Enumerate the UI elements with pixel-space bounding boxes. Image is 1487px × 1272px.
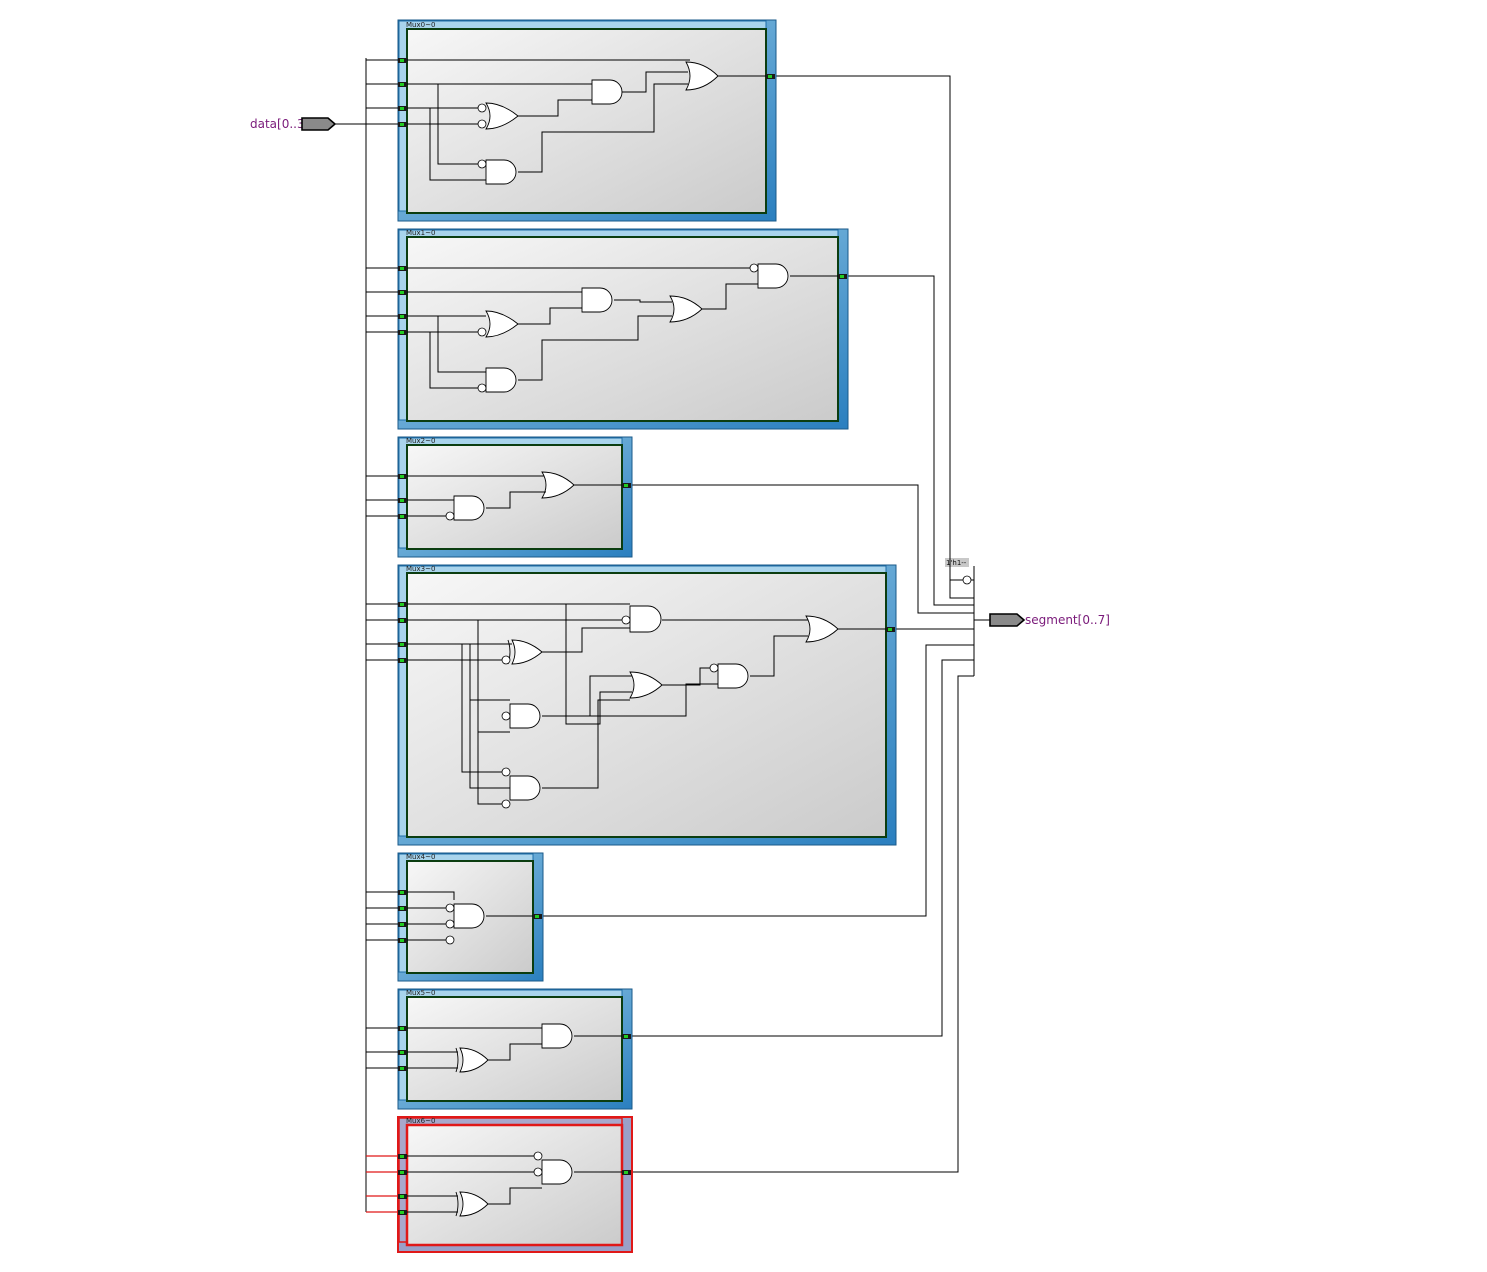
- block-label: Mux6~0: [406, 1117, 435, 1125]
- block-mux0[interactable]: Mux0~0: [366, 19, 777, 222]
- block-mux5[interactable]: Mux5~0: [366, 988, 633, 1110]
- output-port-label: segment[0..7]: [1025, 613, 1110, 627]
- block-mux2[interactable]: Mux2~0: [366, 436, 633, 558]
- constant-node[interactable]: 1'h1--: [945, 558, 974, 585]
- input-port-label: data[0..3]: [250, 117, 309, 131]
- block-label: Mux2~0: [406, 437, 435, 445]
- output-bus: [973, 566, 990, 676]
- block-label: Mux5~0: [406, 989, 435, 997]
- block-mux6[interactable]: Mux6~0: [366, 1116, 633, 1253]
- output-port-segment[interactable]: segment[0..7]: [989, 613, 1110, 627]
- block-mux4[interactable]: Mux4~0: [366, 852, 544, 982]
- input-bus: [335, 58, 367, 1212]
- output-routing-wires: [543, 75, 974, 1173]
- block-label: Mux1~0: [406, 229, 435, 237]
- block-label: Mux4~0: [406, 853, 435, 861]
- block-label: Mux3~0: [406, 565, 435, 573]
- input-port-icon: [301, 117, 337, 131]
- block-mux1[interactable]: Mux1~0: [366, 228, 849, 430]
- output-port-icon: [989, 613, 1026, 627]
- block-label: Mux0~0: [406, 21, 435, 29]
- input-port-data[interactable]: data[0..3]: [250, 117, 337, 131]
- constant-label: 1'h1--: [946, 559, 967, 567]
- block-mux3[interactable]: Mux3~0: [366, 564, 897, 846]
